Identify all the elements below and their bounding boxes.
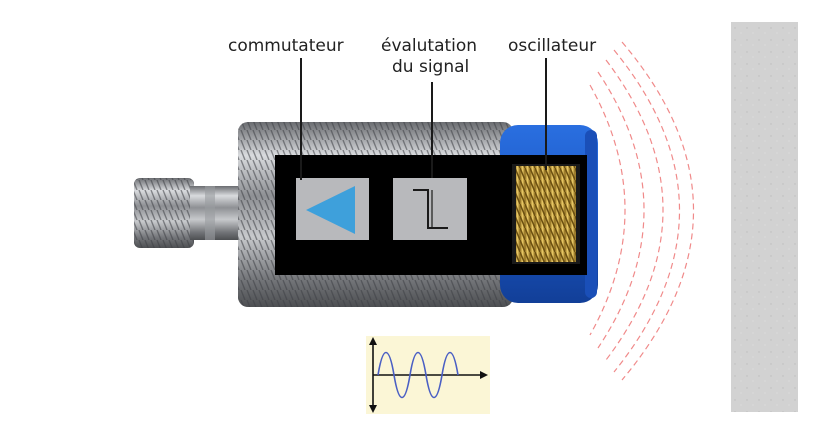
switch-label: commutateur bbox=[228, 36, 344, 56]
connector-plug bbox=[134, 178, 245, 248]
triangle-icon bbox=[306, 186, 355, 234]
switch-module bbox=[296, 178, 369, 240]
leader-lines bbox=[300, 58, 547, 180]
target-surface bbox=[731, 22, 798, 412]
signal-panel bbox=[366, 336, 490, 414]
oscillator-label: oscillateur bbox=[508, 36, 597, 56]
evaluation-label-line2: du signal bbox=[392, 57, 470, 77]
evaluation-label-line1: évalutation bbox=[381, 36, 478, 56]
step-signal-icon bbox=[413, 189, 448, 229]
evaluation-module bbox=[393, 178, 467, 240]
sine-wave-icon bbox=[377, 351, 459, 399]
oscillator-coil bbox=[512, 164, 580, 264]
field-waves bbox=[589, 41, 694, 381]
